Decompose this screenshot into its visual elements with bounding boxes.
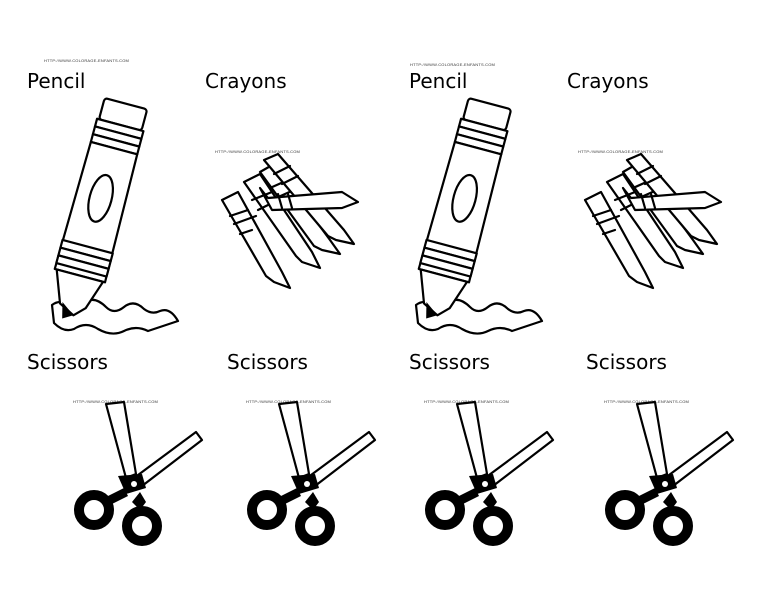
label-pencil: Pencil (27, 69, 86, 93)
label-scissors: Scissors (586, 350, 667, 374)
pencil-icon (38, 90, 188, 335)
label-crayons: Crayons (205, 69, 287, 93)
label-scissors: Scissors (227, 350, 308, 374)
label-scissors: Scissors (27, 350, 108, 374)
scissors-icon (239, 400, 379, 552)
scissors-icon (597, 400, 737, 552)
label-crayons: Crayons (567, 69, 649, 93)
source-url: HTTP://WWW.COLORAGE-ENFANTS.COM (578, 149, 664, 154)
source-url: HTTP://WWW.COLORAGE-ENFANTS.COM (424, 399, 510, 404)
source-url: HTTP://WWW.COLORAGE-ENFANTS.COM (44, 58, 130, 63)
source-url: HTTP://WWW.COLORAGE-ENFANTS.COM (604, 399, 690, 404)
crayons-icon (575, 150, 745, 295)
label-pencil: Pencil (409, 69, 468, 93)
source-url: HTTP://WWW.COLORAGE-ENFANTS.COM (410, 62, 496, 67)
scissors-icon (417, 400, 557, 552)
scissors-icon (66, 400, 206, 552)
source-url: HTTP://WWW.COLORAGE-ENFANTS.COM (246, 399, 332, 404)
crayons-icon (212, 150, 382, 295)
source-url: HTTP://WWW.COLORAGE-ENFANTS.COM (215, 149, 301, 154)
pencil-icon (402, 90, 552, 335)
label-scissors: Scissors (409, 350, 490, 374)
source-url: HTTP://WWW.COLORAGE-ENFANTS.COM (73, 399, 159, 404)
